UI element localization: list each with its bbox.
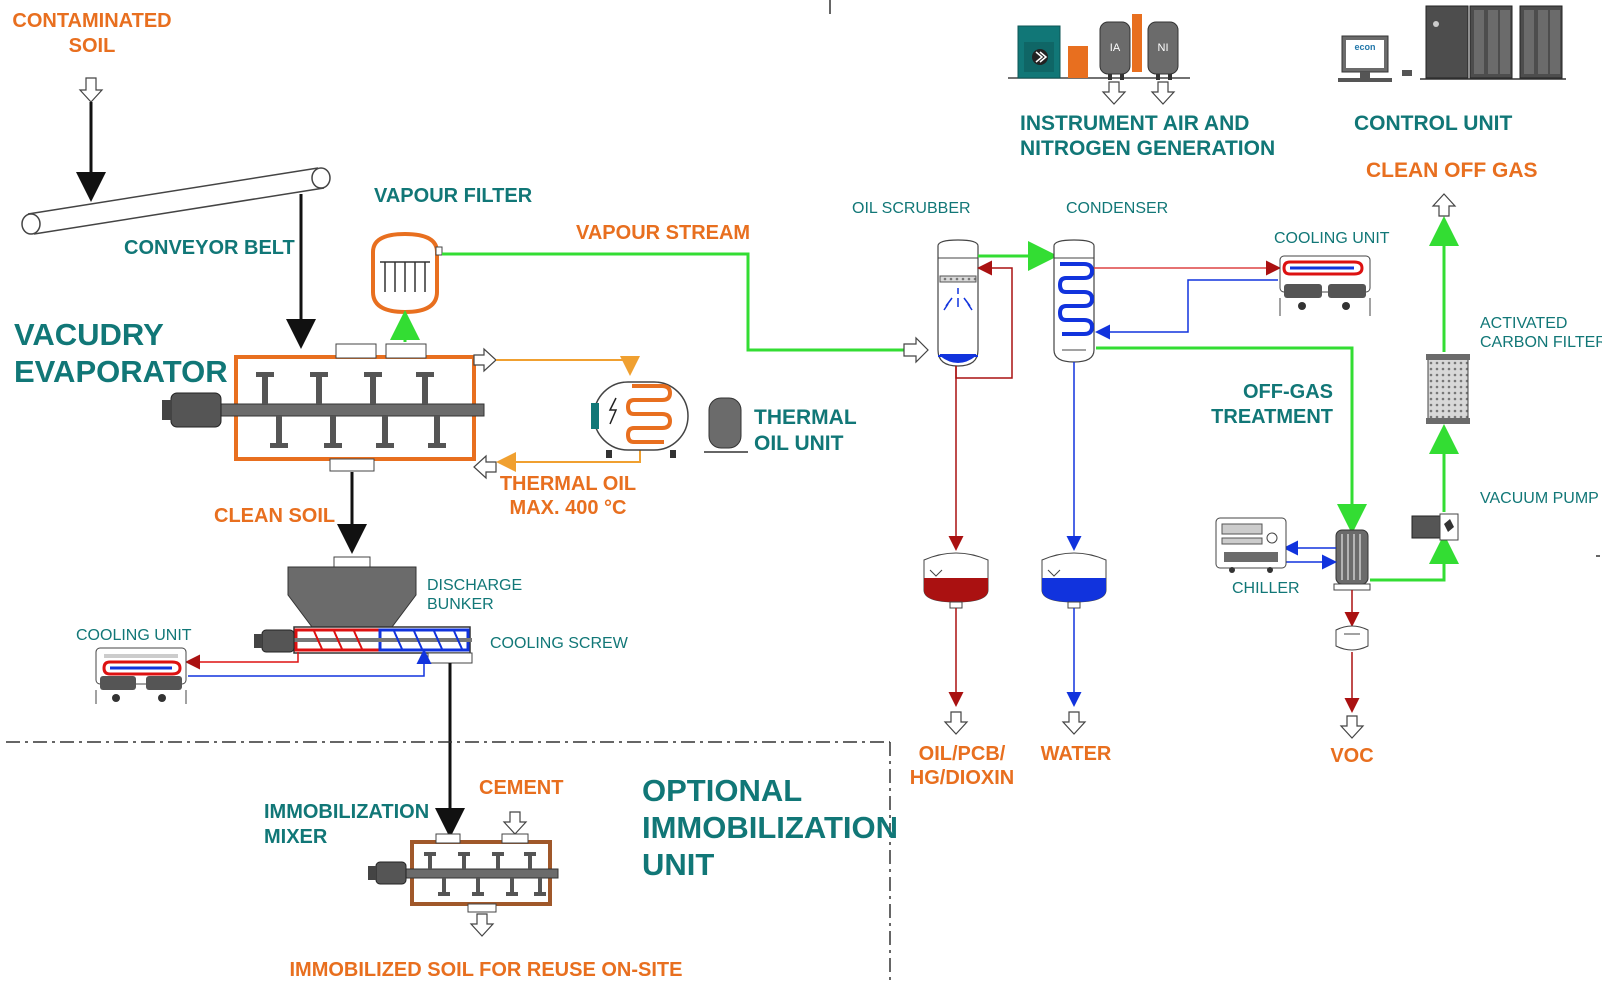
instrument-air-equipment: [1008, 14, 1190, 105]
oil-outlet-arrow: [943, 711, 969, 735]
clean-off-gas-label: CLEAN OFF GAS: [1366, 159, 1538, 182]
immobilization-mixer-label-2: MIXER: [264, 826, 328, 848]
cooler-to-pump-line: [1370, 534, 1459, 582]
chiller-shape: [1215, 517, 1287, 573]
water-tank-shape: [1041, 552, 1107, 609]
control-unit-label: CONTROL UNIT: [1354, 112, 1512, 135]
voc-outlet-arrow: [1339, 715, 1365, 739]
optional-label: OPTIONAL: [642, 773, 802, 808]
ia-tag: IA: [1110, 42, 1121, 54]
immobilization-mixer-label: IMMOBILIZATION: [264, 801, 429, 823]
vapour-stream-label: VAPOUR STREAM: [576, 222, 750, 244]
cooling-unit-left-label: COOLING UNIT: [76, 627, 192, 644]
vacuum-pump-label: VACUUM PUMP: [1480, 490, 1599, 507]
cement-label: CEMENT: [479, 777, 563, 799]
condenser-label: CONDENSER: [1066, 200, 1168, 217]
contaminated-soil-label-2: SOIL: [69, 35, 116, 57]
cooling-unit-right-shape: [1279, 255, 1371, 316]
thermal-oil-temp-label: MAX. 400 °C: [510, 497, 627, 519]
scrubber-inlet-arrow: [903, 336, 929, 364]
oil-scrubber-label: OIL SCRUBBER: [852, 200, 971, 217]
econ-logo: econ: [1354, 42, 1375, 52]
discharge-bunker-label: DISCHARGE: [427, 577, 522, 594]
optional-unit-label: UNIT: [642, 847, 714, 882]
input-arrow-soil: [76, 77, 106, 202]
activated-carbon-label: ACTIVATED: [1480, 315, 1567, 332]
immobilized-soil-label: IMMOBILIZED SOIL FOR REUSE ON-SITE: [290, 959, 683, 981]
off-gas-treatment-label: TREATMENT: [1211, 406, 1333, 428]
thermal-oil-unit-label: THERMAL: [754, 406, 857, 429]
chiller-label: CHILLER: [1232, 580, 1300, 597]
discharge-bunker-label-2: BUNKER: [427, 596, 494, 613]
voc-separator-shape: [1335, 625, 1369, 651]
oil-scrubber-shape: [937, 239, 979, 367]
control-unit-equipment: [1338, 5, 1566, 82]
vacuum-pump-shape: [1411, 513, 1459, 541]
carbon-filter-shape: [1426, 354, 1470, 424]
thermal-oil-unit-shape: [591, 381, 748, 458]
immobilization-mixer-shape: [368, 811, 559, 937]
clean-off-gas-arrow: [1431, 193, 1457, 217]
off-gas-label: OFF-GAS: [1243, 381, 1333, 403]
water-outlet-arrow: [1061, 711, 1087, 735]
ni-tag: NI: [1158, 42, 1169, 54]
voc-label: VOC: [1330, 745, 1373, 767]
cooling-loop-left: [185, 649, 432, 677]
optional-unit-boundary: [6, 741, 891, 981]
oil-tank-shape: [923, 552, 989, 609]
clean-soil-label: CLEAN SOIL: [214, 505, 335, 527]
vapour-filter-shape: [371, 231, 443, 342]
nitrogen-generation-label: NITROGEN GENERATION: [1020, 137, 1275, 160]
cooling-unit-left-shape: [95, 647, 187, 704]
thermal-oil-label: THERMAL OIL: [500, 473, 636, 495]
vacudry-evaporator-shape: [162, 343, 497, 554]
conveyor-belt-label: CONVEYOR BELT: [124, 237, 295, 259]
thermal-oil-unit-label-2: OIL UNIT: [754, 432, 844, 455]
condenser-cooling-loop: [1094, 260, 1281, 340]
optional-immobilization-label: IMMOBILIZATION: [642, 810, 898, 845]
vapour-filter-label: VAPOUR FILTER: [374, 185, 533, 207]
off-gas-line: [1096, 346, 1367, 534]
conveyor-belt-shape: [21, 167, 331, 349]
chiller-loop: [1283, 540, 1337, 570]
evaporator-label: EVAPORATOR: [14, 354, 228, 389]
water-label: WATER: [1041, 743, 1112, 765]
vacudry-label: VACUDRY: [14, 317, 164, 352]
hg-dioxin-label: HG/DIOXIN: [910, 767, 1014, 789]
discharge-bunker-shape: [254, 556, 473, 838]
instrument-air-label: INSTRUMENT AIR AND: [1020, 112, 1249, 135]
cooling-screw-label: COOLING SCREW: [490, 635, 629, 652]
off-gas-cooler-shape: [1333, 529, 1371, 591]
condenser-shape: [1053, 239, 1095, 363]
carbon-filter-label: CARBON FILTER: [1480, 334, 1602, 351]
vapour-stream-line: [442, 252, 904, 352]
cooling-unit-right-label: COOLING UNIT: [1274, 230, 1390, 247]
contaminated-soil-label: CONTAMINATED: [12, 10, 171, 32]
oil-pcb-label: OIL/PCB/: [919, 743, 1006, 765]
